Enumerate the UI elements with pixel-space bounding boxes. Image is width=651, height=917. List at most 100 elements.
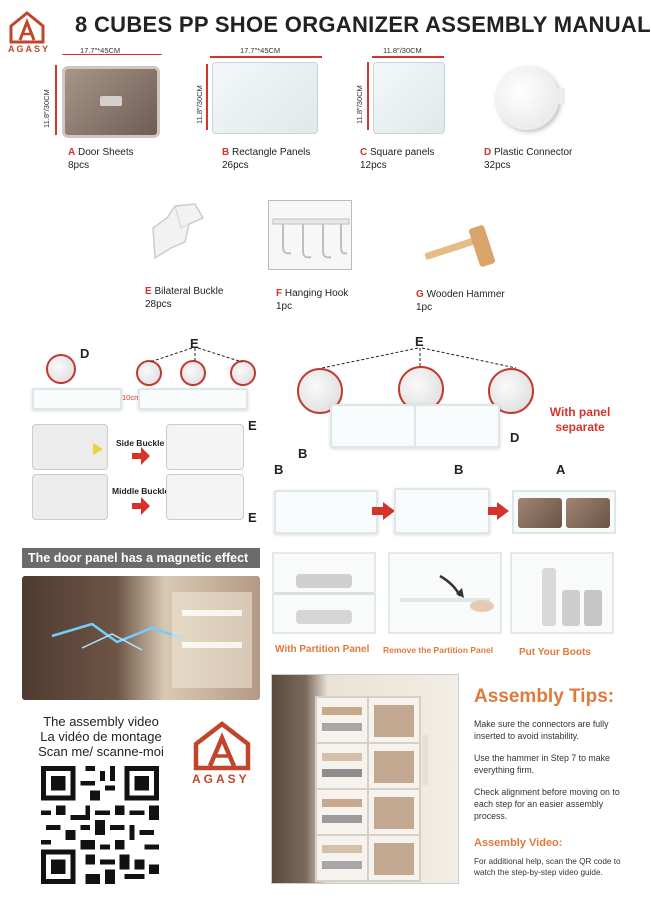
- boots-photo: [510, 552, 614, 634]
- part-c-letter: C: [360, 147, 368, 158]
- magnet-photo: [22, 576, 260, 700]
- part-d-label: D Plastic Connector 32pcs: [484, 146, 572, 172]
- part-f-label: F Hanging Hook 1pc: [276, 287, 348, 313]
- label-e-step1: E: [190, 336, 199, 351]
- part-g-name: Wooden Hammer: [426, 289, 505, 300]
- side-buckle-result: [166, 424, 244, 470]
- tip-1: Make sure the connectors are fully inser…: [474, 719, 609, 741]
- part-a-qty: 8pcs: [68, 160, 90, 171]
- gap-label: 10cm: [122, 393, 141, 402]
- video-help-text: For additional help, scan the QR code to…: [474, 857, 621, 877]
- part-f-name: Hanging Hook: [284, 288, 349, 299]
- lightning-effect-icon: [51, 592, 252, 688]
- door-sheet-image: [62, 66, 160, 138]
- part-b-name: Rectangle Panels: [232, 147, 311, 158]
- callout-connector-d: [46, 354, 76, 384]
- yellow-arrow-icon: [93, 443, 103, 455]
- side-buckle-label: Side Buckle: [116, 438, 165, 448]
- part-g-qty: 1pc: [416, 302, 433, 313]
- dashed-leaders-e: [149, 347, 243, 363]
- label-e-middle: E: [248, 510, 257, 525]
- part-d-qty: 32pcs: [484, 160, 511, 171]
- red-arrow-1: [141, 447, 150, 465]
- callout-e2: [180, 360, 206, 386]
- shelf-with-separate-panel: [330, 404, 500, 448]
- dim-b-width: 17.7″*45CM: [240, 46, 281, 55]
- middle-buckle-label: Middle Buckle: [112, 486, 170, 496]
- label-b-1: B: [274, 462, 284, 477]
- red-arrow-shaft-2: [132, 503, 142, 509]
- cabinet-illustration: [315, 696, 428, 882]
- door-right: [566, 498, 610, 528]
- part-g-label: G Wooden Hammer 1pc: [416, 288, 505, 314]
- dim-c-width: 11.8″/30CM: [383, 46, 422, 55]
- part-e-name: Bilateral Buckle: [154, 286, 224, 297]
- partition-shelf: [274, 592, 374, 595]
- dim-a-width: 17.7″*45CM: [80, 46, 121, 55]
- part-b-label: B Rectangle Panels 26pcs: [222, 146, 310, 172]
- house-logo-icon: [9, 11, 45, 44]
- label-d-right: D: [510, 430, 520, 445]
- with-partition-label: With Partition Panel: [275, 644, 370, 655]
- dim-line-c-h: [367, 62, 369, 130]
- part-d-name: Plastic Connector: [494, 147, 573, 158]
- part-f-letter: F: [276, 288, 283, 299]
- label-e-side: E: [248, 418, 257, 433]
- separator: [414, 406, 416, 446]
- video-line-1: The assembly video: [43, 714, 159, 729]
- middle-buckle-result: [166, 474, 244, 520]
- remove-arrow-icon: [400, 574, 494, 612]
- part-b-letter: B: [222, 147, 230, 158]
- part-c-label: C Square panels 12pcs: [360, 146, 435, 172]
- part-d-letter: D: [484, 147, 492, 158]
- shelf-with-doors: [512, 490, 616, 534]
- red-arrow-shaft-4: [488, 507, 498, 515]
- label-b-3: B: [454, 462, 464, 477]
- dim-c-height: 11.8″/30CM: [355, 85, 364, 124]
- label-d-step1: D: [80, 346, 90, 361]
- part-e-qty: 28pcs: [145, 299, 172, 310]
- dim-line-a-w: [62, 54, 162, 58]
- callout-e-right-3: [488, 368, 534, 414]
- hook-rack-icon: [272, 218, 350, 259]
- wooden-hammer-image: [424, 225, 496, 267]
- red-arrow-3: [383, 502, 395, 520]
- part-f-qty: 1pc: [276, 301, 293, 312]
- shoes-bottom: [296, 610, 352, 624]
- bilateral-buckle-image: [152, 203, 205, 260]
- red-arrow-shaft-3: [372, 507, 384, 515]
- side-buckle-photo: [32, 424, 108, 470]
- panel-step1-a: [32, 388, 122, 410]
- red-arrow-4: [497, 502, 509, 520]
- middle-buckle-photo: [32, 474, 108, 520]
- house-logo-large-icon: [193, 721, 251, 771]
- boots-label: Put Your Boots: [519, 647, 591, 658]
- shelf-step2-a: [274, 490, 378, 534]
- boot-2: [562, 590, 580, 626]
- qr-code-icon: [41, 766, 159, 884]
- with-partition-photo: [272, 552, 376, 634]
- door-handle: [100, 96, 122, 106]
- video-line-3: Scan me/ scanne-moi: [38, 744, 164, 759]
- video-heading: Assembly Video:: [474, 837, 563, 849]
- part-e-letter: E: [145, 286, 152, 297]
- part-a-name: Door Sheets: [78, 147, 134, 158]
- tip-2: Use the hammer in Step 7 to make everyth…: [474, 753, 610, 775]
- with-panel-separate-text: With panel separate: [549, 405, 611, 434]
- red-arrow-shaft-1: [132, 453, 142, 459]
- shelf-step2-b: [394, 488, 490, 534]
- remove-partition-label: Remove the Partition Panel: [383, 645, 494, 655]
- video-line-2: La vidéo de montage: [40, 729, 162, 744]
- part-c-name: Square panels: [370, 147, 435, 158]
- shoes-top: [296, 574, 352, 588]
- red-arrow-2: [141, 497, 150, 515]
- brand-name-large: AGASY: [192, 772, 250, 786]
- label-e-top-right: E: [415, 334, 424, 349]
- tips-heading: Assembly Tips:: [474, 686, 615, 707]
- dim-a-height: 11.8″/30CM: [42, 89, 51, 128]
- tip-3: Check alignment before moving on to each…: [474, 787, 620, 821]
- dashed-leaders-e-right: [321, 347, 517, 369]
- hanging-hook-image: [268, 200, 352, 270]
- qr-code[interactable]: [40, 766, 160, 884]
- magnet-banner: The door panel has a magnetic effect: [22, 548, 260, 568]
